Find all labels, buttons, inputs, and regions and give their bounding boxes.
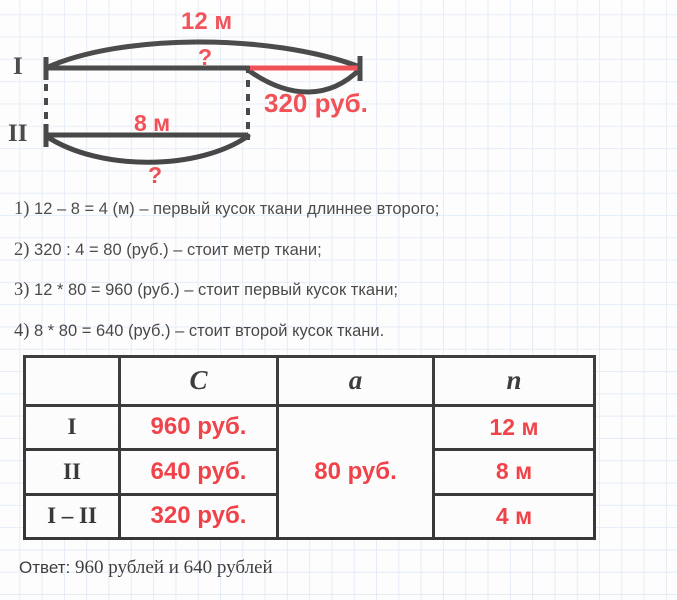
row-quantity: 8 м [495, 458, 533, 485]
row-quantity: 4 м [495, 502, 533, 529]
bar-2-roman-label: II [8, 120, 28, 147]
top-length-label: 12 м [181, 8, 233, 35]
bar-diagram-svg [43, 39, 363, 165]
bar-diagram: I II 12 м ? 8 м ? 320 руб. [0, 0, 677, 195]
table-header-row: C a n [23, 355, 596, 407]
step-number: 3) [14, 280, 30, 300]
summary-table: C a n I 960 руб. 80 руб. 12 м II 640 руб… [23, 355, 596, 541]
row-label: II [63, 458, 81, 484]
row-cost: 640 руб. [150, 457, 247, 485]
step-text: 8 * 80 = 640 (руб.) – стоит второй кусок… [34, 321, 385, 340]
row-cost: 320 руб. [150, 502, 247, 530]
step-text: 12 * 80 = 960 (руб.) – стоит первый кусо… [34, 281, 399, 299]
step-number: 4) [14, 320, 30, 341]
bar-2-bottom-arc [43, 133, 251, 165]
table-row: I 960 руб. 80 руб. 12 м [23, 403, 596, 541]
solution-step: 3) 12 * 80 = 960 (руб.) – стоит первый к… [14, 281, 654, 300]
solution-step: 4) 8 * 80 = 640 (руб.) – стоит второй ку… [14, 320, 654, 341]
row-label: I [67, 414, 77, 440]
step-text: 12 – 8 = 4 (м) – первый кусок ткани длин… [34, 200, 440, 218]
difference-lens-arc [245, 66, 363, 95]
answer-line: Ответ: 960 рублей и 640 рублей [19, 557, 273, 579]
merged-unit-price: 80 руб. [314, 457, 397, 485]
header-quantity: n [506, 365, 522, 396]
step-number: 2) [14, 239, 30, 260]
bottom-length-label: 8 м [134, 110, 171, 136]
row-quantity: 12 м [489, 413, 539, 440]
table-row: II 640 руб. 8 м [23, 448, 596, 496]
answer-value: 960 рублей и 640 рублей [74, 557, 273, 578]
solution-step: 2) 320 : 4 = 80 (руб.) – стоит метр ткан… [14, 239, 654, 260]
step-text: 320 : 4 = 80 (руб.) – стоит метр ткани; [34, 240, 322, 259]
row-cost: 960 руб. [150, 413, 247, 441]
header-cost: C [189, 365, 208, 396]
top-unknown-label: ? [198, 44, 213, 70]
bottom-unknown-label: ? [148, 162, 163, 188]
table-row: I – II 320 руб. 4 м [23, 492, 596, 541]
difference-cost-label: 320 руб. [264, 88, 368, 118]
summary-table-wrapper: C a n I 960 руб. 80 руб. 12 м II 640 руб… [23, 355, 596, 541]
row-label: I – II [47, 503, 97, 529]
solution-step: 1) 12 – 8 = 4 (м) – первый кусок ткани д… [14, 200, 654, 219]
solution-steps: 1) 12 – 8 = 4 (м) – первый кусок ткани д… [14, 200, 654, 362]
bar-1-roman-label: I [13, 53, 23, 80]
step-number: 1) [14, 199, 30, 219]
bar-1-top-arc [43, 39, 363, 71]
header-corner-cell [23, 355, 121, 407]
header-unit-price: a [348, 365, 363, 396]
answer-prefix: Ответ: [19, 558, 71, 577]
